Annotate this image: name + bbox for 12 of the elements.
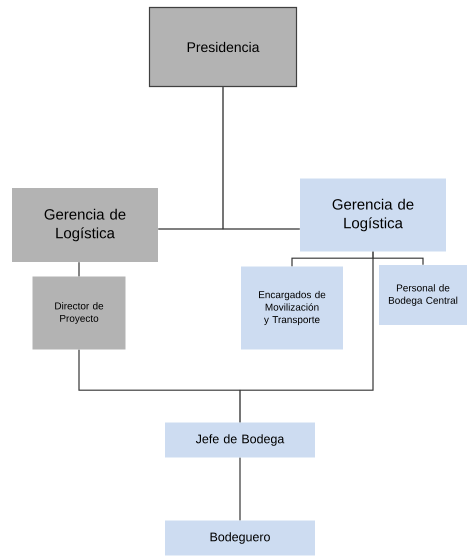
role-box: Jefe de Bodega [165, 422, 315, 458]
role-box: Encargados de Movilización y Transporte [241, 266, 343, 350]
connector-line [222, 87, 300, 230]
connector-line [239, 458, 241, 520]
department-box: Gerencia de Logística [12, 188, 158, 262]
connector-line [239, 252, 374, 422]
connector-line [78, 262, 80, 276]
role-box: Personal de Bodega Central [379, 265, 467, 325]
role-box: Bodeguero [165, 520, 315, 556]
title-box: Presidencia [148, 6, 298, 88]
department-box: Gerencia de Logística [300, 178, 446, 252]
role-box: Director de Proyecto [32, 276, 126, 350]
